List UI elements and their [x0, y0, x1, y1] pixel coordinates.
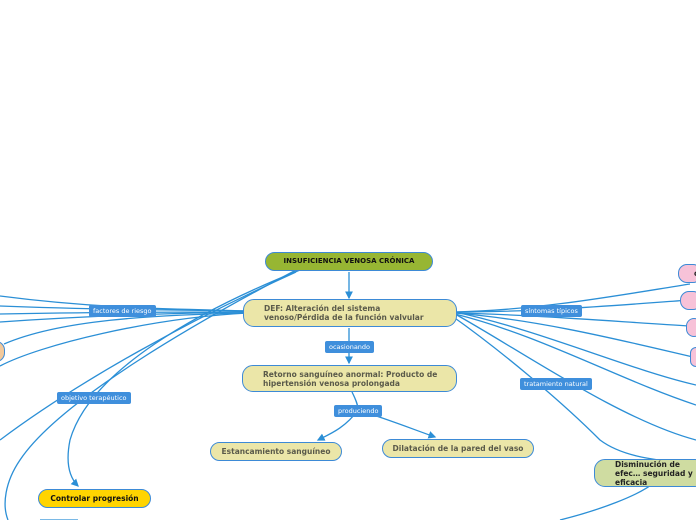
natural-treatment-label: tratamiento natural [520, 378, 592, 390]
symptom-node-4[interactable] [690, 347, 696, 367]
dilation-label: Dilatación de la pared del vaso [392, 444, 524, 453]
central-topic-label: INSUFICIENCIA VENOSA CRÓNICA [283, 257, 415, 265]
efficacy-node[interactable]: Disminución de efec… seguridad y eficaci… [594, 459, 696, 487]
symptom-node-1[interactable]: o [678, 264, 696, 283]
producing-label: produciendo [334, 405, 383, 417]
control-progression-label: Controlar progresión [50, 494, 139, 503]
definition-label: DEF: Alteración del sistema venoso/Pérdi… [264, 304, 424, 322]
causing-label: ocasionando [325, 341, 375, 353]
symptom-node-3[interactable] [686, 318, 696, 337]
symptoms-label: síntomas típicos [521, 305, 582, 317]
symptom-node-1-label: o [694, 269, 696, 278]
stasis-label: Estancamiento sanguíneo [221, 447, 331, 456]
dilation-node[interactable]: Dilatación de la pared del vaso [382, 439, 534, 458]
stasis-node[interactable]: Estancamiento sanguíneo [210, 442, 342, 461]
return-label: Retorno sanguíneo anormal: Producto de h… [263, 369, 438, 388]
risk-factors-label: factores de riesgo [89, 305, 156, 317]
symptom-node-2[interactable] [680, 291, 696, 310]
return-node[interactable]: Retorno sanguíneo anormal: Producto de h… [242, 365, 457, 392]
central-topic[interactable]: INSUFICIENCIA VENOSA CRÓNICA [265, 252, 433, 271]
therapeutic-goal-label: objetivo terapéutico [57, 392, 131, 404]
control-progression-node[interactable]: Controlar progresión [38, 489, 151, 508]
efficacy-label: Disminución de efec… seguridad y eficaci… [615, 459, 693, 487]
definition-node[interactable]: DEF: Alteración del sistema venoso/Pérdi… [243, 299, 457, 327]
